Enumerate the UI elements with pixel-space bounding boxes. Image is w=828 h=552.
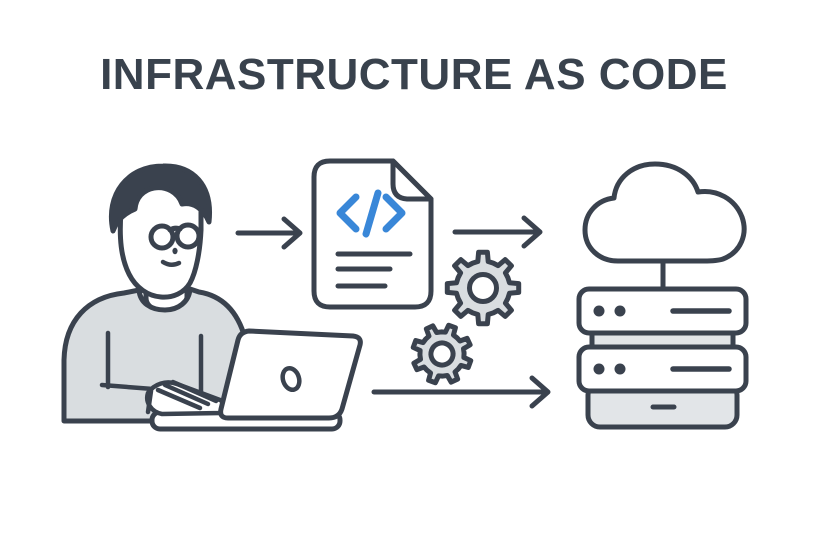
gear-small-icon	[410, 322, 474, 386]
arrow-right-icon-2	[452, 215, 543, 249]
code-file-icon	[311, 158, 434, 310]
cloud-icon	[582, 161, 747, 264]
person-mouth	[160, 259, 182, 267]
arrow-right-icon-1	[235, 216, 303, 250]
developer-at-laptop-icon	[61, 163, 363, 432]
server-unit-1	[576, 286, 749, 336]
laptop-logo	[280, 366, 302, 392]
laptop-icon	[145, 328, 363, 432]
server-unit-2	[576, 344, 749, 394]
person-nose	[172, 247, 178, 255]
document-text-lines	[335, 251, 413, 289]
cloud-server-icon	[576, 161, 749, 430]
glasses-icon	[148, 222, 202, 251]
code-icon	[336, 189, 406, 238]
gear-large-icon	[444, 249, 522, 327]
person-hair-icon	[109, 163, 212, 234]
server-stack	[576, 286, 749, 430]
arrow-right-icon-3	[371, 375, 551, 409]
page-title: INFRASTRUCTURE AS CODE	[100, 50, 728, 99]
gears-icon	[410, 249, 522, 386]
document-corner-fold	[390, 158, 434, 202]
laptop-lid	[218, 328, 363, 421]
server-unit-1-details	[593, 305, 732, 317]
sleeve-cuff	[145, 388, 154, 415]
server-unit-2-details	[593, 363, 732, 375]
